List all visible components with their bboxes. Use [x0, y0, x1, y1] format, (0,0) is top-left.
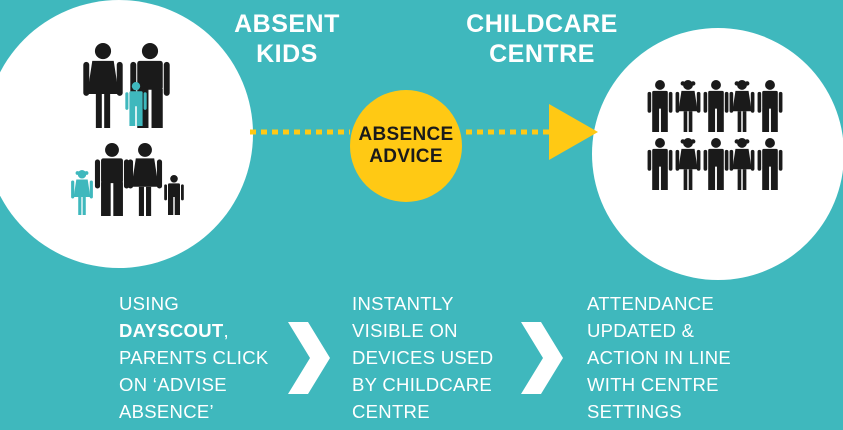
- child-figure-icon: [647, 80, 673, 132]
- step-2-line-3: DEVICES USED: [352, 347, 494, 368]
- absent-kids-heading: ABSENT KIDS: [234, 10, 340, 68]
- child-figure-icon: [703, 80, 729, 132]
- mother-figure-icon: [127, 143, 163, 216]
- step-2-line-5: CENTRE: [352, 401, 430, 422]
- step-3-text: ATTENDANCE UPDATED & ACTION IN LINE WITH…: [587, 290, 731, 425]
- chevron-right-icon: [521, 322, 563, 394]
- step-3-line-5: SETTINGS: [587, 401, 682, 422]
- girl-teal-figure-icon: [71, 170, 93, 215]
- step-2-line-1: INSTANTLY: [352, 293, 454, 314]
- step-1-line-1: USING: [119, 293, 180, 314]
- mother-figure-icon: [83, 43, 123, 128]
- step-2-line-4: BY CHILDCARE: [352, 374, 492, 395]
- child-figure-icon: [729, 138, 755, 190]
- step-1-line-4: ON ‘ADVISE: [119, 374, 227, 395]
- child-figure-icon: [703, 138, 729, 190]
- child-figure-icon: [675, 138, 701, 190]
- step-3-line-1: ATTENDANCE: [587, 293, 715, 314]
- step-1-line-3: PARENTS CLICK: [119, 347, 269, 368]
- step-2-text: INSTANTLY VISIBLE ON DEVICES USED BY CHI…: [352, 290, 493, 425]
- step-3-line-2: UPDATED &: [587, 320, 695, 341]
- step-1-line-5: ABSENCE’: [119, 401, 214, 422]
- father-figure-icon: [130, 43, 170, 128]
- step-2-line-2: VISIBLE ON: [352, 320, 458, 341]
- chevron-right-icon: [288, 322, 330, 394]
- child-figure-icon: [757, 138, 783, 190]
- step-3-line-4: WITH CENTRE: [587, 374, 719, 395]
- step-1-line-2: DAYSCOUT,: [119, 320, 229, 341]
- child-teal-figure-icon: [125, 82, 147, 126]
- child-figure-icon: [729, 80, 755, 132]
- father-figure-icon: [94, 143, 130, 216]
- absent-kids-circle: [0, 0, 253, 268]
- badge-line2: ADVICE: [369, 146, 443, 167]
- child-figure-icon: [647, 138, 673, 190]
- toddler-figure-icon: [164, 175, 184, 215]
- step-1-text: USING DAYSCOUT, PARENTS CLICK ON ‘ADVISE…: [119, 290, 269, 425]
- absence-advice-badge: ABSENCE ADVICE: [350, 90, 462, 202]
- badge-line1: ABSENCE: [358, 124, 454, 145]
- step-3-line-3: ACTION IN LINE: [587, 347, 731, 368]
- arrow-head-icon: [549, 104, 598, 160]
- child-figure-icon: [675, 80, 701, 132]
- child-figure-icon: [757, 80, 783, 132]
- childcare-centre-heading: CHILDCARE CENTRE: [466, 10, 618, 68]
